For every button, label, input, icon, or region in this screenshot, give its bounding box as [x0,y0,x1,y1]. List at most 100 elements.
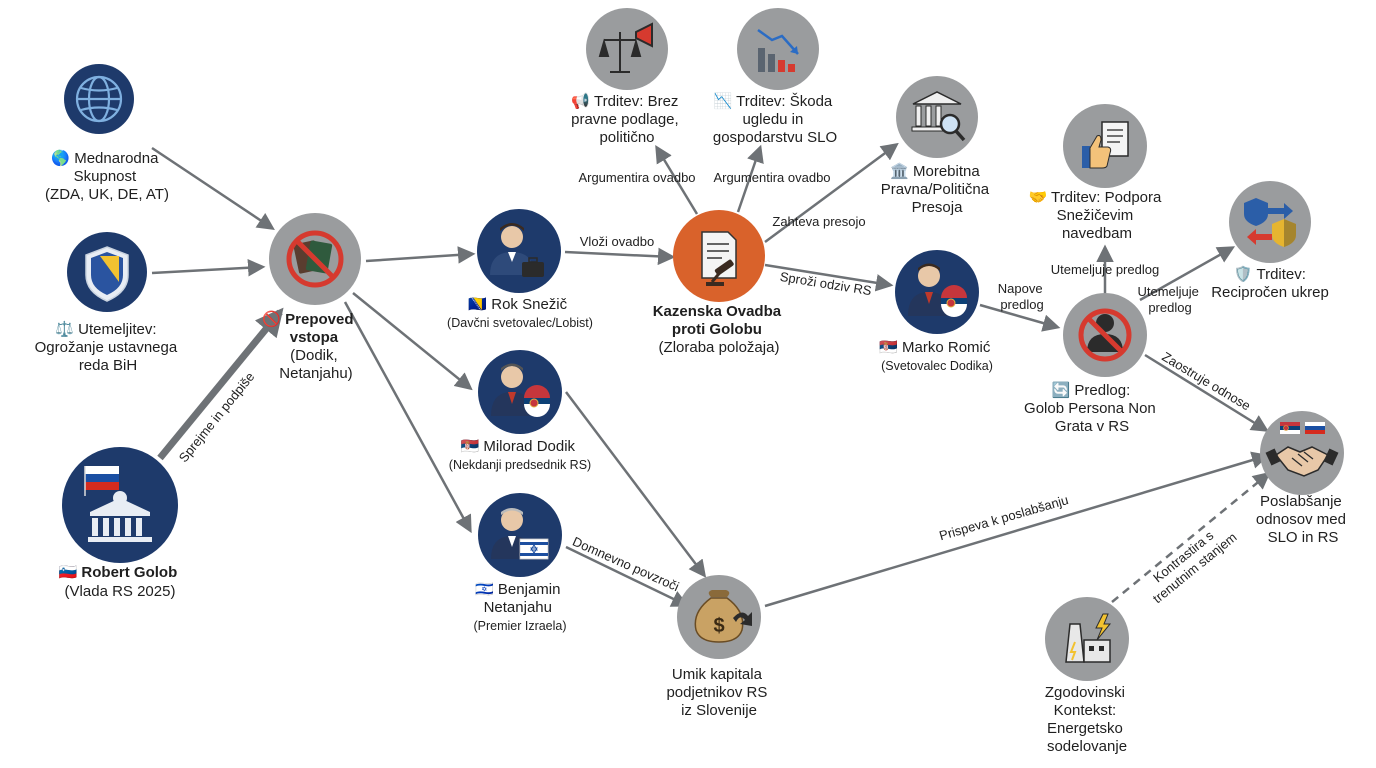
label-line: (Vlada RS 2025) [65,583,176,600]
edge-romic-predlog [979,303,1061,332]
node-predlog[interactable]: 🔄 Predlog: Golob Persona Non Grata v RS [1024,293,1160,435]
israel-flag-icon [519,538,549,560]
node-label: 🇮🇱 Benjamin Netanjahu (Premier Izraela) [473,581,566,633]
edge-label-ovadba-brez: Argumentira ovadbo [578,170,695,185]
businessman-icon [490,223,544,277]
label-line: (Premier Izraela) [473,619,566,633]
label-line: 📉 Trditev: Škoda [714,92,833,110]
node-circle [478,350,562,434]
label-line: Poslabšanje [1260,493,1342,510]
label-line: Umik kapitala [672,666,763,683]
edge-label-ovadba-romic: Sproži odziv RS [779,269,873,298]
label-line: proti Golobu [672,321,762,338]
edge-label-snezic-ovadba: Vloži ovadbo [580,234,654,249]
label-line: odnosov med [1256,511,1346,528]
label-line: pravne podlage, [571,111,679,128]
node-netanjahu[interactable]: 🇮🇱 Benjamin Netanjahu (Premier Izraela) [473,493,567,633]
node-kapital[interactable]: $ Umik kapitala podjetnikov RS iz Sloven… [666,575,771,719]
node-circle [1229,181,1311,263]
node-trditev-brez[interactable]: 📢 Trditev: Brez pravne podlage, političn… [571,8,683,146]
label-line: ugledu in [742,111,803,128]
edge-label-predlog-recipro: Utemeljuje predlog [1137,284,1202,315]
node-label: 📉 Trditev: Škoda ugledu in gospodarstvu … [713,92,837,146]
edge-ovadba-skoda [736,144,764,213]
node-label: 🔄 Predlog: Golob Persona Non Grata v RS [1024,381,1160,435]
label-line: 🇸🇮 Robert Golob [59,564,178,581]
node-trditev-skoda[interactable]: 📉 Trditev: Škoda ugledu in gospodarstvu … [713,8,837,146]
node-presoja[interactable]: 🏛️ Morebitna Pravna/Politična Presoja [881,76,994,216]
edge-label-predlog-recipro-l1: Utemeljuje [1137,284,1198,299]
edge-label-ovadba-presoja: Zahteva presojo [772,214,865,229]
edge-label-kontekst-poslab: Kontrastira s trenutnim stanjem [1140,517,1240,606]
label-line: (Davčni svetovalec/Lobist) [447,316,593,330]
edge-kontekst-poslab [1111,471,1271,603]
edge-label-predlog-podpora: Utemeljuje predlog [1051,262,1159,277]
edge-prepoved-dodik [352,292,473,391]
edge-snezic-ovadba [564,247,676,266]
edge-label-predlog-recipro-l2: predlog [1148,300,1191,315]
exchange-shield-icon [1244,198,1296,247]
thumbs-up-document-icon [1082,121,1129,169]
node-label: 🇸🇮 Robert Golob (Vlada RS 2025) [59,564,182,600]
node-label: 🌎 Mednarodna Skupnost (ZDA, UK, DE, AT) [45,149,169,203]
edge-ovadba-romic [764,263,894,292]
label-line: 📢 Trditev: Brez [571,92,678,110]
node-golob[interactable]: 🇸🇮 Robert Golob (Vlada RS 2025) [59,447,182,600]
edge-predlog-poslab [1144,353,1269,432]
node-mednarodna[interactable]: 🌎 Mednarodna Skupnost (ZDA, UK, DE, AT) [45,64,169,203]
node-ovadba[interactable]: Kazenska Ovadba proti Golobu (Zloraba po… [653,210,786,356]
node-label: Poslabšanje odnosov med SLO in RS [1256,493,1350,546]
label-line: navedbam [1062,225,1132,242]
node-label: Zgodovinski Kontekst: Energetsko sodelov… [1045,684,1129,755]
node-podpora[interactable]: 🤝 Trditev: Podpora Snežičevim navedbam [1028,104,1165,242]
node-poslab[interactable]: Poslabšanje odnosov med SLO in RS [1256,411,1350,546]
label-line: gospodarstvu SLO [713,129,837,146]
slovenia-flag-icon [1305,422,1325,434]
node-label: ⚖️ Utemeljitev: Ogrožanje ustavnega reda… [35,320,182,374]
label-line: Kazenska Ovadba [653,303,782,320]
label-line: Netanjahu [484,599,552,616]
label-line: Golob Persona Non [1024,400,1156,417]
dollar-glyph: $ [713,615,724,637]
label-line: Energetsko [1047,720,1123,737]
label-line: Snežičevim [1057,207,1134,224]
node-circle [895,250,979,334]
node-prepoved[interactable]: 🚫 Prepoved vstopa (Dodik, Netanjahu) [262,213,361,382]
node-label: 🇧🇦 Rok Snežič (Davčni svetovalec/Lobist) [447,296,593,330]
edge-ovadba-presoja [764,142,899,244]
edge-label-predlog-poslab: Zaostruje odnose [1159,349,1253,414]
edge-prepoved-snezic [365,246,476,264]
node-dodik[interactable]: 🇷🇸 Milorad Dodik (Nekdanji predsednik RS… [449,350,591,472]
label-line: Pravna/Politična [881,181,990,198]
node-kontekst[interactable]: Zgodovinski Kontekst: Energetsko sodelov… [1045,597,1129,755]
label-line: 🛡️ Trditev: [1234,265,1306,283]
label-line: Recipročen ukrep [1211,284,1329,301]
edge-label-romic-predlog-l1: Napove [998,281,1043,296]
node-utemeljitev[interactable]: ⚖️ Utemeljitev: Ogrožanje ustavnega reda… [35,232,182,374]
label-line: vstopa [290,329,339,346]
edges [151,142,1271,608]
label-line: (Dodik, [290,347,338,364]
edge-label-romic-predlog: Napove predlog [998,281,1046,312]
node-snezic[interactable]: 🇧🇦 Rok Snežič (Davčni svetovalec/Lobist) [447,209,593,330]
label-line: 🔄 Predlog: [1052,381,1131,399]
node-label: 🛡️ Trditev: Recipročen ukrep [1211,265,1329,301]
label-line: Grata v RS [1055,418,1129,435]
node-romic[interactable]: 🇷🇸 Marko Romić (Svetovalec Dodika) [879,250,995,373]
label-line: (Zloraba položaja) [659,339,780,356]
edge-netanjahu-kapital [565,545,690,607]
label-line: reda BiH [79,357,137,374]
edge-kapital-poslab [764,451,1270,608]
edge-prepoved-netanjahu [343,301,472,534]
label-line: podjetnikov RS [666,684,767,701]
label-line: ⚖️ Utemeljitev: [55,320,156,338]
node-recipro[interactable]: 🛡️ Trditev: Recipročen ukrep [1211,181,1329,301]
label-line: Zgodovinski [1045,684,1125,701]
label-line: Netanjahu) [279,365,352,382]
node-circle [737,8,819,90]
node-label: Umik kapitala podjetnikov RS iz Slovenij… [666,666,771,719]
edge-label-ovadba-skoda: Argumentira ovadbo [713,170,830,185]
label-line: iz Slovenije [681,702,757,719]
label-line: (Svetovalec Dodika) [881,359,993,373]
